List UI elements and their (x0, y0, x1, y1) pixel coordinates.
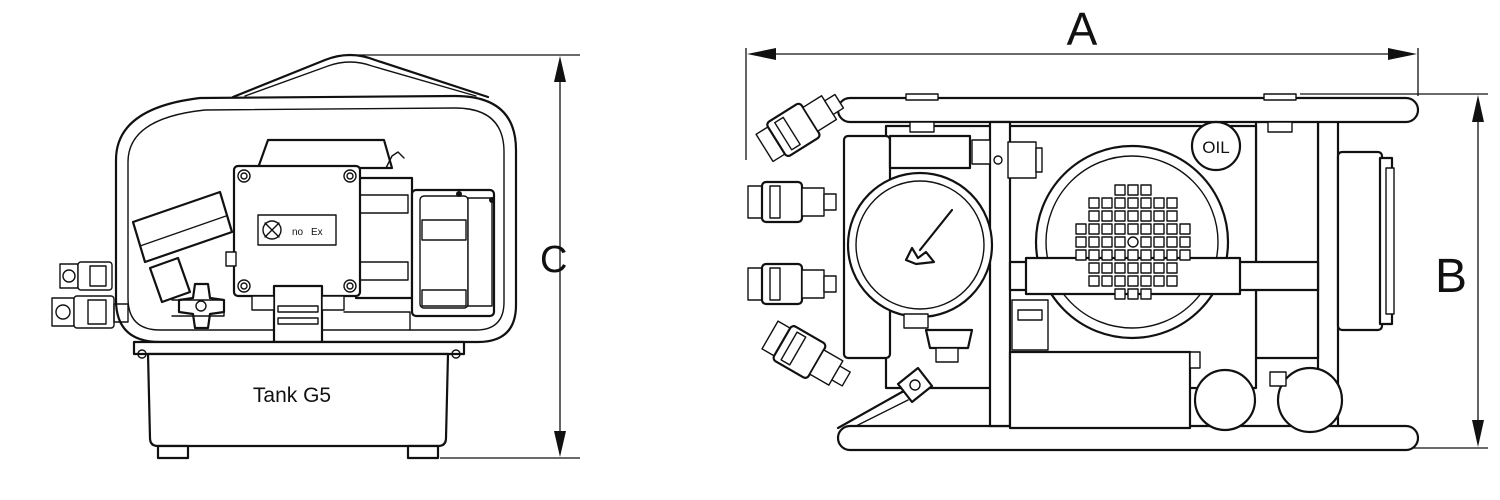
front-bracket (272, 284, 324, 344)
top-couplings (747, 93, 851, 387)
grille-slot (1140, 223, 1152, 235)
grille-slot (1140, 197, 1152, 209)
carry-handle (231, 53, 490, 99)
grille-slot (1114, 197, 1126, 209)
grille-slot (1166, 249, 1178, 261)
dimension-a: A (745, 3, 1419, 160)
hydraulic-coupling (747, 180, 837, 224)
grille-slot (1166, 236, 1178, 248)
grille-slot (1075, 249, 1087, 261)
grille-slot (1127, 288, 1139, 300)
grille-slot (1153, 262, 1165, 274)
cable (385, 151, 405, 169)
tank-label: Tank G5 (253, 384, 331, 407)
grille-slot (1179, 236, 1191, 248)
dimension-a-label: A (1067, 3, 1098, 55)
grille-slot (1153, 275, 1165, 287)
grille-slot (1166, 275, 1178, 287)
grille-slot (1088, 249, 1100, 261)
electrical-box: no Ex (225, 164, 362, 298)
grille-slot (1101, 262, 1113, 274)
grille-slot (1166, 210, 1178, 222)
grille-slot (1140, 288, 1152, 300)
grille-slot (1101, 210, 1113, 222)
grille-slot (1101, 197, 1113, 209)
grille-slot (1140, 249, 1152, 261)
grille-slot (1088, 275, 1100, 287)
grille-slot (1166, 262, 1178, 274)
pressure-gauge (846, 171, 994, 404)
grille-slot (1153, 236, 1165, 248)
grille-slot (1114, 184, 1126, 196)
grille-slot (1088, 210, 1100, 222)
grille-slot (1140, 275, 1152, 287)
lower-block (1008, 350, 1192, 430)
grille-slot (1127, 249, 1139, 261)
grille-slot (1101, 275, 1113, 287)
top-rail (836, 96, 1420, 124)
no-label: no (292, 227, 304, 238)
grille-slot (1088, 197, 1100, 209)
cylinder-left (1193, 368, 1257, 432)
grille-slot (1127, 275, 1139, 287)
oil-cap: OIL (1190, 120, 1242, 172)
hydraulic-coupling (755, 93, 845, 163)
grille-slot (1127, 184, 1139, 196)
grille-slot (1101, 223, 1113, 235)
grille-slot (1101, 236, 1113, 248)
grille-slot (1166, 197, 1178, 209)
grille-slot (1075, 236, 1087, 248)
grille-slot (1088, 236, 1100, 248)
cylinder-right (1276, 366, 1344, 434)
grille-slot (1114, 288, 1126, 300)
grille-slot (1127, 197, 1139, 209)
grille-slot (1114, 223, 1126, 235)
grille-slot (1088, 262, 1100, 274)
grille-slot (1153, 249, 1165, 261)
fan-grille (1075, 184, 1191, 300)
fan-motor (1024, 144, 1242, 340)
grille-slot (1140, 184, 1152, 196)
carry-handle-inner (244, 61, 477, 97)
dimension-c: C (355, 54, 580, 459)
grille-slot (1153, 223, 1165, 235)
dimension-c-label: C (540, 239, 567, 281)
bottom-rail (836, 424, 1420, 452)
side-couplings (51, 261, 129, 329)
grille-slot (1114, 275, 1126, 287)
tubular-frame-outer (114, 94, 518, 344)
dimension-b-label: B (1435, 250, 1467, 303)
grille-slot (1114, 236, 1126, 248)
grille-slot (1127, 210, 1139, 222)
grille-slot (1088, 223, 1100, 235)
grille-slot (1179, 223, 1191, 235)
grille-slot (1153, 197, 1165, 209)
tank-flange (132, 340, 466, 356)
grille-slot (1101, 249, 1113, 261)
ex-label: Ex (311, 227, 323, 238)
side-view: no Ex Tank (51, 53, 580, 460)
grille-slot (1140, 262, 1152, 274)
grille-slot (1114, 249, 1126, 261)
grille-slot (1075, 223, 1087, 235)
grille-slot (1127, 223, 1139, 235)
grille-slot (1114, 210, 1126, 222)
oil-label: OIL (1202, 138, 1229, 157)
grille-slot (1166, 223, 1178, 235)
hydraulic-coupling (747, 262, 837, 306)
grille-slot (1140, 210, 1152, 222)
grille-slot (1153, 210, 1165, 222)
motor-top (256, 138, 394, 170)
grille-slot (1114, 262, 1126, 274)
top-view: A B (745, 3, 1488, 452)
hydraulic-coupling (761, 320, 851, 387)
grille-slot (1127, 262, 1139, 274)
grille-slot (1140, 236, 1152, 248)
angled-cylinder (131, 190, 234, 304)
grille-slot (1179, 249, 1191, 261)
